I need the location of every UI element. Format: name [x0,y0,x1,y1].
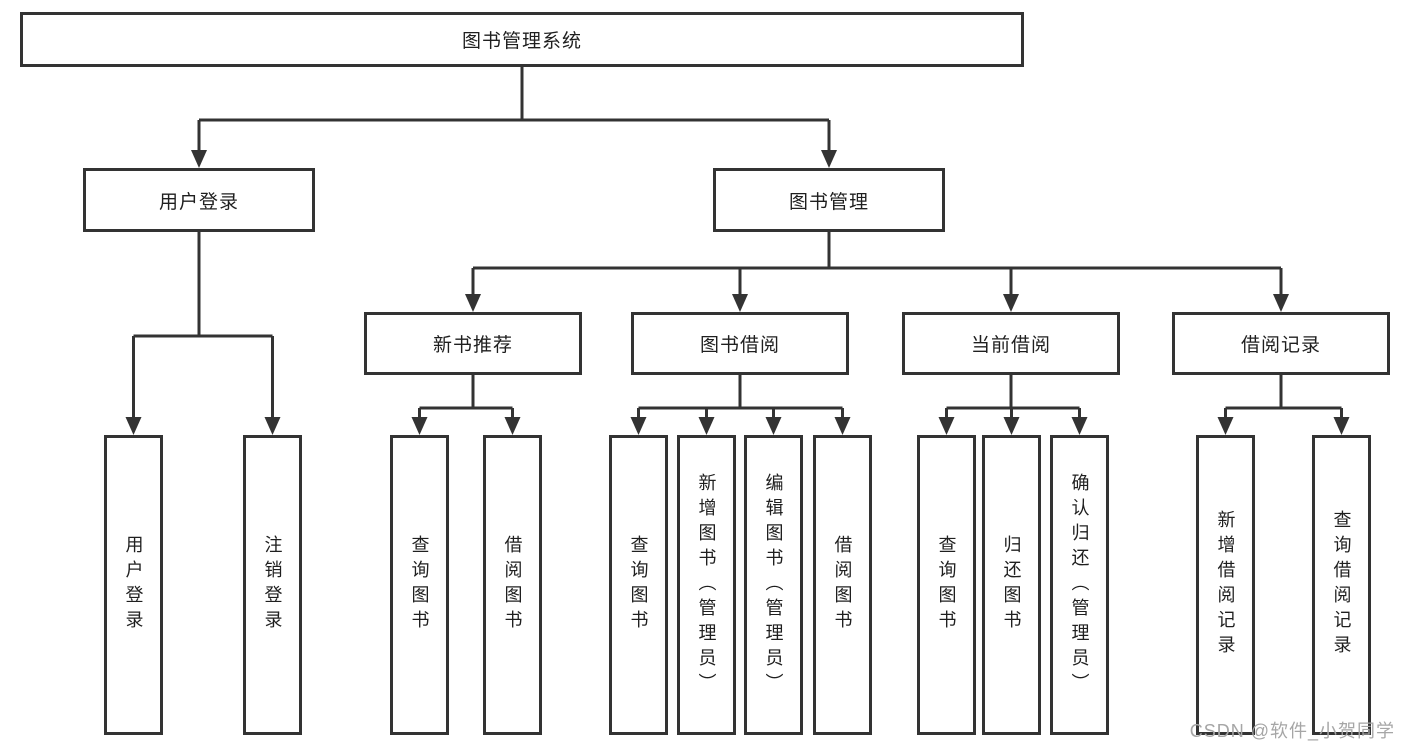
leaf-logout: 注销登录 [243,435,302,735]
csdn-watermark: CSDN @软件_小贺同学 [1189,721,1395,741]
node-current-borrowing-label: 当前借阅 [970,335,1051,356]
leaf-return-book-label: 归还图书 [1001,535,1022,635]
node-current-borrowing: 当前借阅 [902,312,1120,375]
leaf-user-login: 用户登录 [104,435,163,735]
leaf-query-borrow-record: 查询借阅记录 [1312,435,1371,735]
node-new-book-recommendation-label: 新书推荐 [432,335,513,356]
leaf-query-books-recommend: 查询图书 [390,435,449,735]
leaf-query-borrow-record-label: 查询借阅记录 [1331,510,1352,660]
leaf-query-books-current: 查询图书 [917,435,976,735]
leaf-borrow-books-recommend: 借阅图书 [483,435,542,735]
leaf-add-book-admin: 新增图书（管理员） [677,435,736,735]
leaf-query-books-current-label: 查询图书 [936,535,957,635]
node-user-login: 用户登录 [83,168,315,232]
node-root-label: 图书管理系统 [461,31,582,52]
leaf-confirm-return-admin: 确认归还（管理员） [1050,435,1109,735]
leaf-query-books-recommend-label: 查询图书 [409,535,430,635]
leaf-borrow-books-borrowing: 借阅图书 [813,435,872,735]
leaf-add-borrow-record-label: 新增借阅记录 [1215,510,1236,660]
leaf-user-login-label: 用户登录 [123,535,144,635]
node-new-book-recommendation: 新书推荐 [364,312,582,375]
leaf-borrow-books-recommend-label: 借阅图书 [502,535,523,635]
leaf-borrow-books-borrowing-label: 借阅图书 [832,535,853,635]
node-book-borrowing-label: 图书借阅 [699,335,780,356]
node-root: 图书管理系统 [20,12,1024,67]
leaf-return-book: 归还图书 [982,435,1041,735]
node-book-borrowing: 图书借阅 [631,312,849,375]
node-user-login-label: 用户登录 [158,191,239,213]
leaf-logout-label: 注销登录 [262,535,283,635]
node-book-management: 图书管理 [713,168,945,232]
leaf-add-borrow-record: 新增借阅记录 [1196,435,1255,735]
leaf-edit-book-admin-label: 编辑图书（管理员） [763,472,784,698]
leaf-confirm-return-admin-label: 确认归还（管理员） [1069,472,1090,698]
leaf-add-book-admin-label: 新增图书（管理员） [696,472,717,698]
leaf-edit-book-admin: 编辑图书（管理员） [744,435,803,735]
node-borrowing-records: 借阅记录 [1172,312,1390,375]
leaf-query-books-borrowing-label: 查询图书 [628,535,649,635]
leaf-query-books-borrowing: 查询图书 [609,435,668,735]
node-borrowing-records-label: 借阅记录 [1240,335,1321,356]
node-book-management-label: 图书管理 [788,191,869,213]
